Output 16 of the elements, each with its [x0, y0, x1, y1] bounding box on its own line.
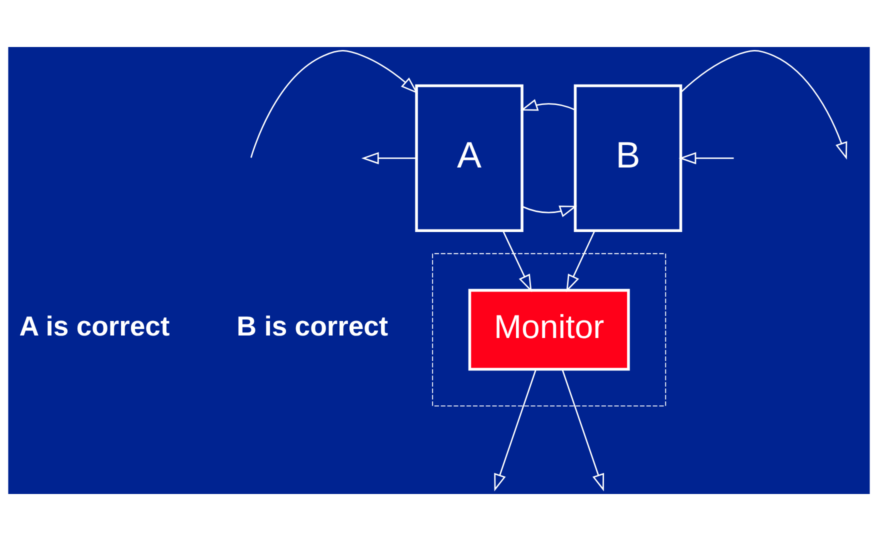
node-box: B: [574, 84, 682, 232]
label: A is correct: [19, 310, 170, 342]
arrow: [522, 206, 578, 218]
arrow: [678, 152, 734, 164]
arrow: [562, 369, 604, 492]
cluster: [432, 253, 666, 406]
arrow: [520, 99, 576, 111]
arrow: [680, 50, 848, 160]
node-box: A: [415, 84, 524, 232]
arrow: [250, 50, 418, 158]
arrow: [494, 369, 537, 492]
arrow: [361, 152, 416, 164]
label: B is correct: [236, 310, 388, 342]
node-box: Monitor: [468, 288, 630, 371]
arrow: [502, 230, 532, 292]
arrow: [566, 230, 596, 292]
